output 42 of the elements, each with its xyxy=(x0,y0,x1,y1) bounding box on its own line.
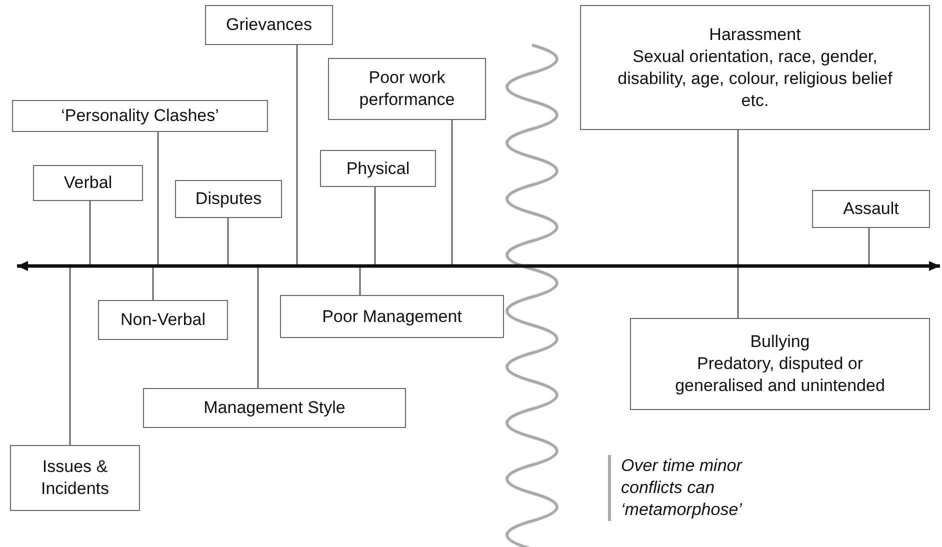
category-box xyxy=(12,100,268,132)
box-heading: Harassment xyxy=(709,24,801,46)
box-heading: ‘Personality Clashes’ xyxy=(61,105,219,127)
box-heading: Non-Verbal xyxy=(120,309,206,331)
box-description: Sexual orientation, race, gender, disability, age, colour, religious belief etc. xyxy=(616,46,894,112)
box-heading: Issues & Incidents xyxy=(40,456,110,500)
category-box xyxy=(630,318,930,410)
connector-line xyxy=(89,201,91,266)
connector-line xyxy=(737,266,739,318)
box-heading: Poor Management xyxy=(322,306,462,328)
connector-line xyxy=(152,266,154,300)
category-box xyxy=(328,58,486,120)
category-box xyxy=(320,150,436,187)
connector-line xyxy=(737,130,739,266)
box-heading: Poor work performance xyxy=(358,67,456,111)
box-heading: Verbal xyxy=(64,172,112,194)
connector-line xyxy=(296,45,298,266)
category-box xyxy=(10,445,140,511)
box-description: Predatory, disputed or generalised and unintended xyxy=(674,353,886,397)
category-box xyxy=(175,180,282,218)
connector-line xyxy=(157,132,159,266)
box-heading: Assault xyxy=(843,198,899,220)
connector-line xyxy=(451,120,453,266)
category-box xyxy=(580,5,930,130)
category-box xyxy=(205,5,333,45)
box-heading: Bullying xyxy=(750,331,810,353)
category-box xyxy=(33,165,143,201)
category-box xyxy=(812,190,930,228)
category-box xyxy=(280,295,504,338)
connector-line xyxy=(257,266,259,388)
connector-line xyxy=(227,218,229,266)
box-heading: Management Style xyxy=(204,397,346,419)
box-heading: Physical xyxy=(346,158,410,180)
connector-line xyxy=(868,228,870,266)
connector-line xyxy=(69,266,71,445)
box-heading: Disputes xyxy=(195,188,262,210)
category-box xyxy=(143,388,406,428)
category-box xyxy=(98,300,228,340)
connector-line xyxy=(359,266,361,295)
annotation-text: Over time minor conflicts can ‘metamorphose’ xyxy=(608,455,796,521)
connector-line xyxy=(374,187,376,266)
box-heading: Grievances xyxy=(226,14,312,36)
